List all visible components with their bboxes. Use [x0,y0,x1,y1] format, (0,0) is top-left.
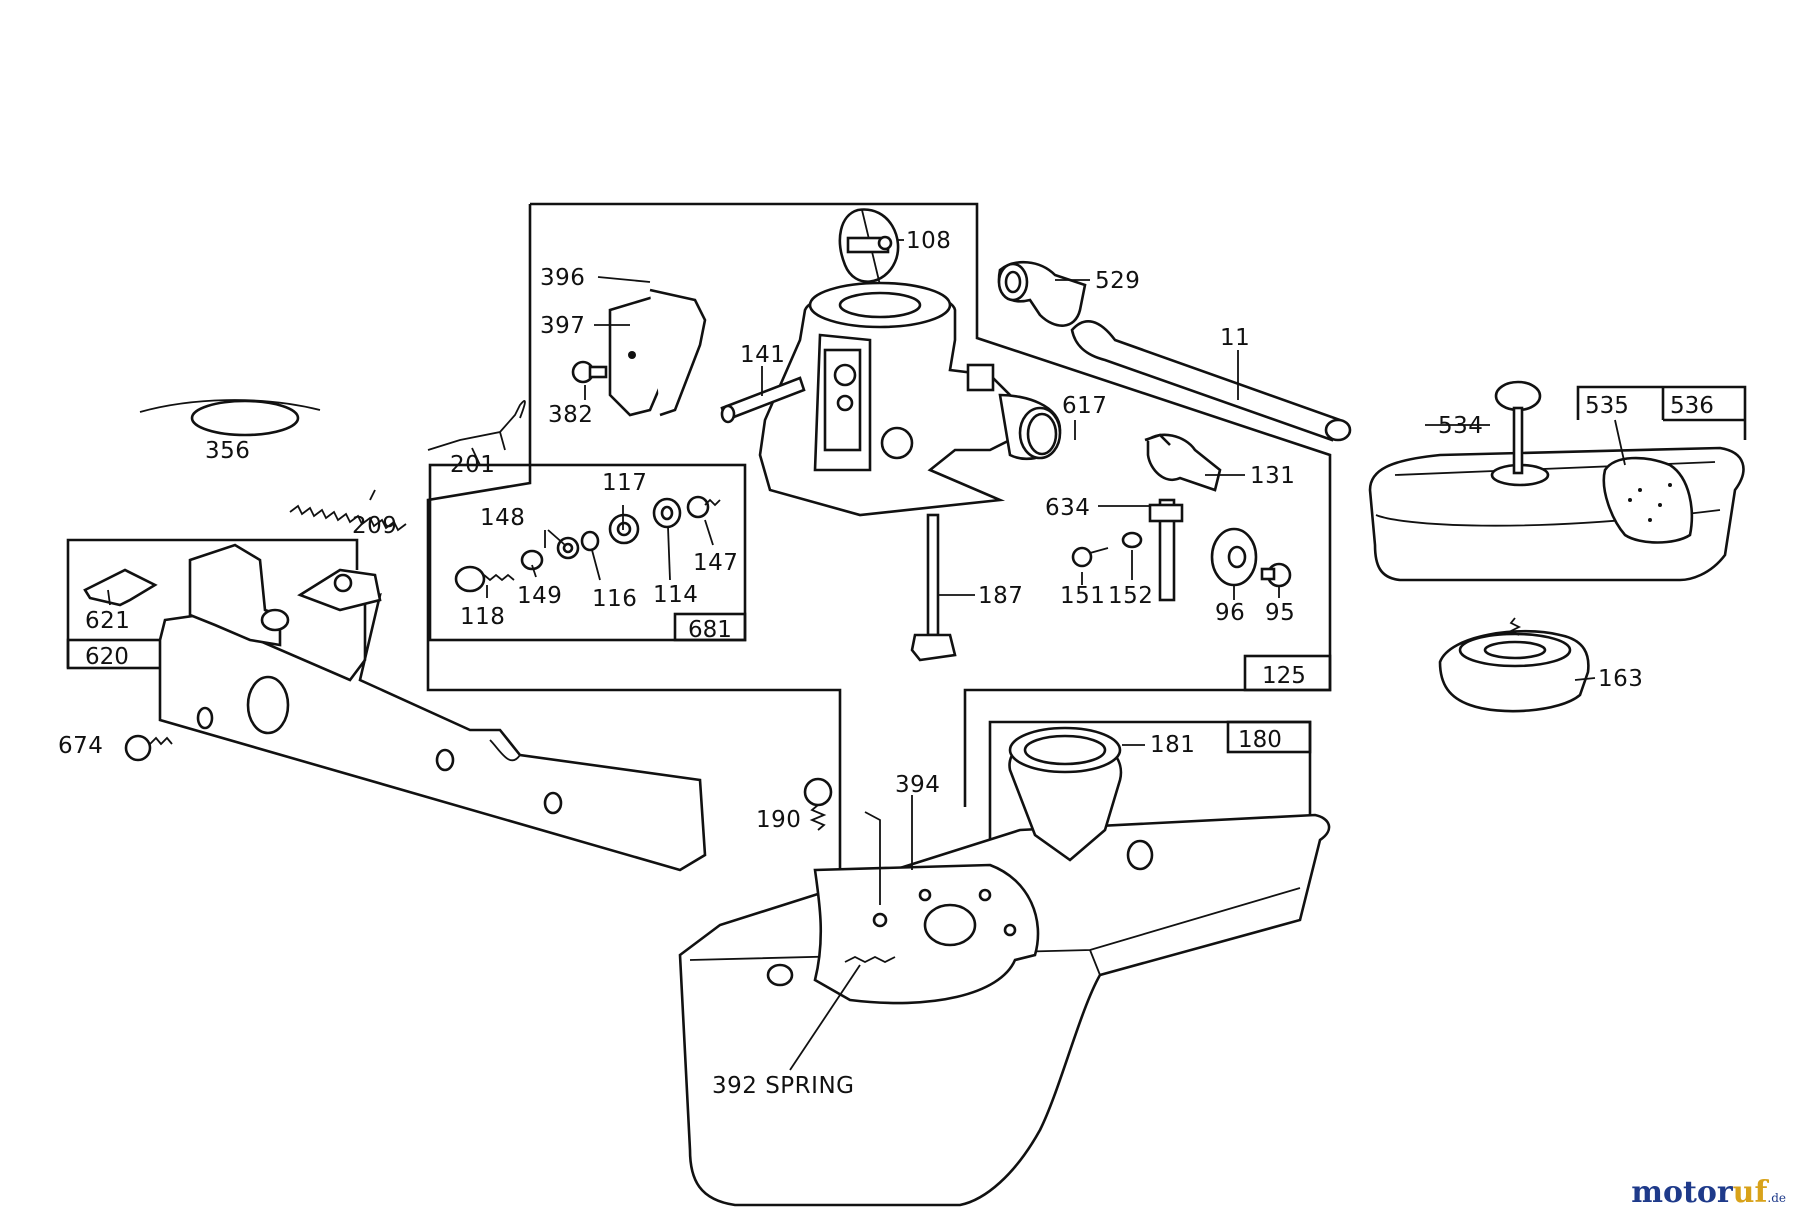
label-617: 617 [1062,393,1107,419]
leader-lines [107,239,1626,1071]
group-125-box [1243,654,1332,692]
group-681-box [673,612,747,642]
ring-617 [1026,412,1058,456]
link-201 [427,400,526,451]
group-536-outline [1576,385,1747,440]
foam-filter-535 [1602,456,1694,544]
label-96: 96 [1215,600,1245,626]
label-201: 201 [450,452,495,478]
screw-534 [1494,380,1542,475]
label-620: 620 [85,644,129,670]
motoruf-watermark: motoruf.de [1631,1175,1786,1210]
spring-209 [289,504,407,532]
gasket-356 [139,399,321,437]
part-labels: 108 396 397 382 141 529 11 617 356 201 2… [58,228,1714,1099]
spring-152 [1121,531,1143,549]
screw-190 [803,777,833,831]
label-11: 11 [1220,325,1250,351]
label-148: 148 [480,505,525,531]
screw-382 [571,360,608,384]
label-125: 125 [1262,663,1306,689]
group-125-left-outline [426,204,842,870]
choke-assembly-397 [608,288,707,417]
label-108: 108 [906,228,951,254]
label-95: 95 [1265,600,1295,626]
shaft-141 [720,376,806,424]
label-392-spring: 392 SPRING [712,1073,854,1099]
label-117: 117 [602,470,647,496]
label-190: 190 [756,807,801,833]
gasket-394 [813,811,1040,1005]
label-116: 116 [592,586,637,612]
label-634: 634 [1045,495,1090,521]
watermark-part3: .de [1767,1191,1786,1205]
label-147: 147 [693,550,738,576]
watermark-part1: motor [1631,1175,1733,1210]
screw-187 [910,513,957,662]
group-125-outline [530,202,1332,807]
label-674: 674 [58,733,103,759]
group-180-outline [988,720,1312,840]
air-cleaner-base-163 [1438,617,1590,713]
washer-96 [1210,527,1258,587]
label-382: 382 [548,402,593,428]
group-681-outline [428,463,747,642]
fuel-tube-11 [1070,320,1352,442]
label-681: 681 [688,617,732,643]
label-180: 180 [1238,727,1282,753]
label-209: 209 [352,513,397,539]
screw-674 [124,734,173,762]
label-535: 535 [1585,393,1629,419]
spring-392 [844,955,896,964]
screw-95 [1260,562,1292,588]
group-620-outline [66,538,359,668]
label-396: 396 [540,265,585,291]
label-149: 149 [517,583,562,609]
screw-151 [1071,546,1109,568]
filler-neck-181 [1008,726,1123,862]
label-529: 529 [1095,268,1140,294]
label-141: 141 [740,342,785,368]
needle-valve-634 [1144,433,1222,602]
kit-681-parts [454,495,721,593]
label-621: 621 [85,608,130,634]
clip-621 [83,568,158,607]
label-534: 534 [1438,413,1483,439]
label-152: 152 [1108,583,1153,609]
control-bracket-620 [158,543,707,872]
carburetor-body [758,281,1062,517]
label-394: 394 [895,772,940,798]
elbow-529 [997,260,1087,327]
throttle-plate-108 [838,208,900,286]
group-180-box [1226,720,1312,754]
label-151: 151 [1060,583,1105,609]
label-397: 397 [540,313,585,339]
label-181: 181 [1150,732,1195,758]
label-356: 356 [205,438,250,464]
label-163: 163 [1598,666,1643,692]
label-131: 131 [1250,463,1295,489]
watermark-part2: uf [1732,1175,1768,1210]
label-536: 536 [1670,393,1714,419]
label-118: 118 [460,604,505,630]
label-187: 187 [978,583,1023,609]
label-114: 114 [653,582,698,608]
